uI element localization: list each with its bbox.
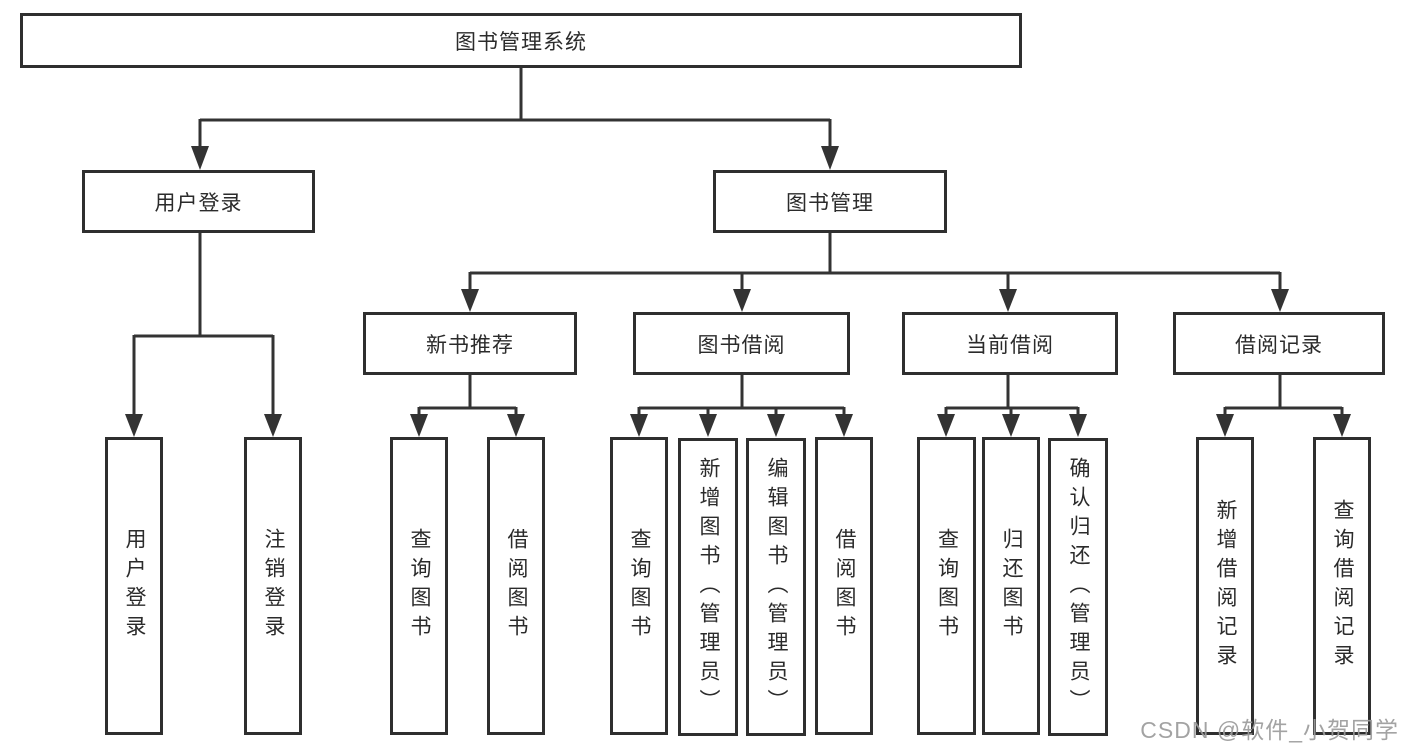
leaf-user-login: 用户登录 xyxy=(105,437,163,735)
leaf-logout-label: 注销登录 xyxy=(262,528,286,644)
leaf-add-borrow-record: 新增借阅记录 xyxy=(1196,437,1254,735)
connector-root-to-level2 xyxy=(198,68,832,150)
leaf-query-books-current: 查询图书 xyxy=(917,437,976,735)
watermark-text: CSDN @软件_小贺同学 xyxy=(1140,717,1399,743)
leaf-add-book-admin: 新增图书（管理员） xyxy=(678,438,738,736)
connector-book-borrow-children xyxy=(637,375,846,417)
leaf-logout: 注销登录 xyxy=(244,437,302,735)
node-book-management-label: 图书管理 xyxy=(786,191,874,215)
connector-user-login-children xyxy=(132,233,275,417)
leaf-query-books-current-label: 查询图书 xyxy=(935,528,959,644)
leaf-borrow-books: 借阅图书 xyxy=(815,437,873,735)
node-user-login: 用户登录 xyxy=(82,170,315,233)
leaf-add-book-admin-label: 新增图书（管理员） xyxy=(697,456,721,718)
node-borrow-records-label: 借阅记录 xyxy=(1235,333,1323,357)
node-user-login-label: 用户登录 xyxy=(154,191,243,215)
node-book-borrow: 图书借阅 xyxy=(633,312,850,375)
leaf-borrow-books-recommend: 借阅图书 xyxy=(487,437,545,735)
leaf-query-books-borrow-label: 查询图书 xyxy=(628,528,652,644)
leaf-query-books-recommend-label: 查询图书 xyxy=(408,528,432,644)
node-new-book-recommend: 新书推荐 xyxy=(363,312,577,375)
leaf-edit-book-admin-label: 编辑图书（管理员） xyxy=(765,456,789,718)
leaf-query-books-borrow: 查询图书 xyxy=(610,437,668,735)
connector-book-management-children xyxy=(468,233,1282,292)
leaf-confirm-return-admin-label: 确认归还（管理员） xyxy=(1067,456,1091,718)
leaf-borrow-books-label: 借阅图书 xyxy=(833,528,857,644)
leaf-borrow-books-recommend-label: 借阅图书 xyxy=(505,528,529,644)
node-book-borrow-label: 图书借阅 xyxy=(697,333,786,357)
connector-new-book-recommend-children xyxy=(417,375,518,417)
leaf-user-login-label: 用户登录 xyxy=(123,528,147,644)
node-root: 图书管理系统 xyxy=(20,13,1022,68)
node-root-label: 图书管理系统 xyxy=(455,30,587,54)
leaf-query-borrow-record-label: 查询借阅记录 xyxy=(1331,499,1355,673)
connector-borrow-records-children xyxy=(1223,375,1344,417)
leaf-query-books-recommend: 查询图书 xyxy=(390,437,448,735)
leaf-add-borrow-record-label: 新增借阅记录 xyxy=(1214,499,1238,673)
node-new-book-recommend-label: 新书推荐 xyxy=(426,333,514,357)
leaf-return-book: 归还图书 xyxy=(982,437,1040,735)
leaf-query-borrow-record: 查询借阅记录 xyxy=(1313,437,1371,735)
node-current-borrow: 当前借阅 xyxy=(902,312,1118,375)
leaf-return-book-label: 归还图书 xyxy=(1000,528,1024,644)
node-book-management: 图书管理 xyxy=(713,170,947,233)
arrowheads xyxy=(125,146,1351,437)
leaf-confirm-return-admin: 确认归还（管理员） xyxy=(1048,438,1108,736)
node-current-borrow-label: 当前借阅 xyxy=(966,333,1054,357)
node-borrow-records: 借阅记录 xyxy=(1173,312,1385,375)
connector-current-borrow-children xyxy=(944,375,1080,417)
leaf-edit-book-admin: 编辑图书（管理员） xyxy=(746,438,806,736)
